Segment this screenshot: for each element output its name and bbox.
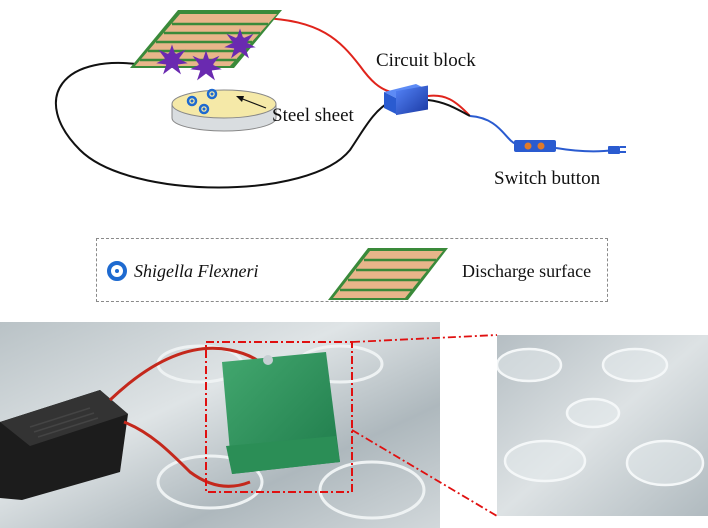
- switch-button: [514, 140, 556, 152]
- steel-sheet-arrow: [239, 97, 267, 109]
- steel-sheet-label: Steel sheet: [272, 105, 354, 126]
- shigella-legend-icon: [107, 261, 127, 281]
- bacteria-colonies: [186, 88, 218, 115]
- plug-icon: [608, 146, 626, 154]
- output-wire-red: [427, 94, 471, 117]
- switch-button-label: Switch button: [494, 168, 601, 189]
- discharge-wire: [261, 17, 393, 93]
- petri-dishes: [156, 344, 426, 520]
- spark-3: [224, 28, 256, 59]
- output-wire-black: [427, 99, 471, 117]
- closeup-petri-dishes: [497, 347, 705, 487]
- steel-sheet-dish: [171, 88, 277, 132]
- experiment-setup-photo: [0, 322, 440, 528]
- circuit-block-label: Circuit block: [376, 50, 476, 71]
- ground-wire: [54, 61, 393, 189]
- spark-1: [156, 44, 188, 75]
- circuit-block: [384, 84, 428, 116]
- petri-dish-closeup-photo: [497, 335, 708, 516]
- legend-discharge-label: Discharge surface: [462, 261, 592, 281]
- legend-shigella-label: Shigella Flexneri: [134, 261, 259, 281]
- callout-box: [205, 341, 353, 493]
- discharge-surface-legend-icon: [328, 248, 448, 300]
- spark-2: [190, 50, 222, 81]
- legend-box: [96, 238, 608, 302]
- plasma-sparks: [156, 28, 256, 81]
